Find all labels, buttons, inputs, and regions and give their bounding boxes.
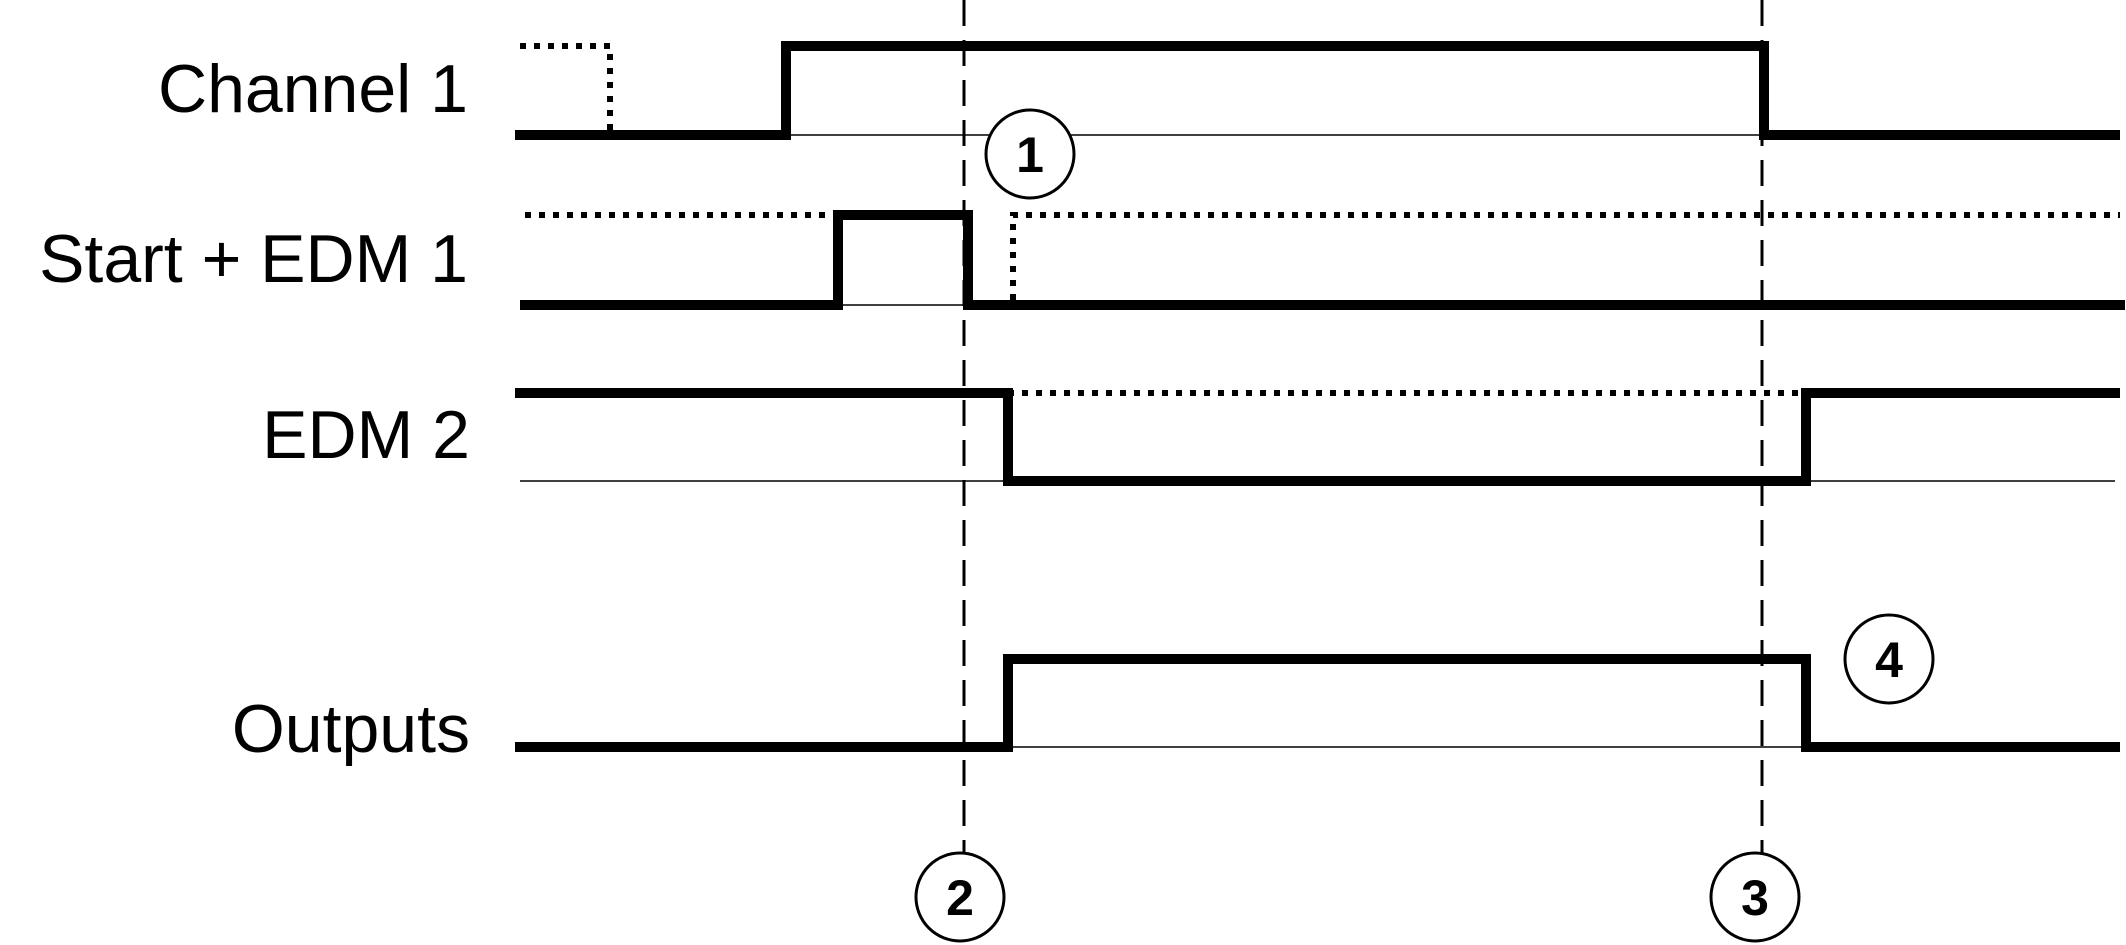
marker-4: 4 (1843, 613, 1935, 705)
marker-1: 1 (984, 108, 1076, 200)
signal-label-outputs: Outputs (232, 691, 470, 767)
marker-4-label: 4 (1875, 632, 1903, 688)
marker-3: 3 (1709, 851, 1801, 943)
marker-1-label: 1 (1016, 127, 1044, 183)
signal-label-start-edm-1: Start + EDM 1 (39, 221, 468, 297)
marker-2-label: 2 (946, 870, 974, 926)
signal-label-channel-1: Channel 1 (158, 51, 468, 127)
marker-2: 2 (914, 851, 1006, 943)
marker-3-label: 3 (1741, 870, 1769, 926)
channel-1-dotted-trace (520, 43, 613, 130)
channel-1-waveform (515, 41, 2120, 140)
start-edm-1-waveform (520, 210, 2125, 310)
signal-label-edm-2: EDM 2 (262, 397, 470, 473)
start-edm-1-dotted-trace-right (1010, 212, 2120, 300)
edm-2-waveform (515, 388, 2120, 486)
outputs-waveform (515, 654, 2120, 752)
